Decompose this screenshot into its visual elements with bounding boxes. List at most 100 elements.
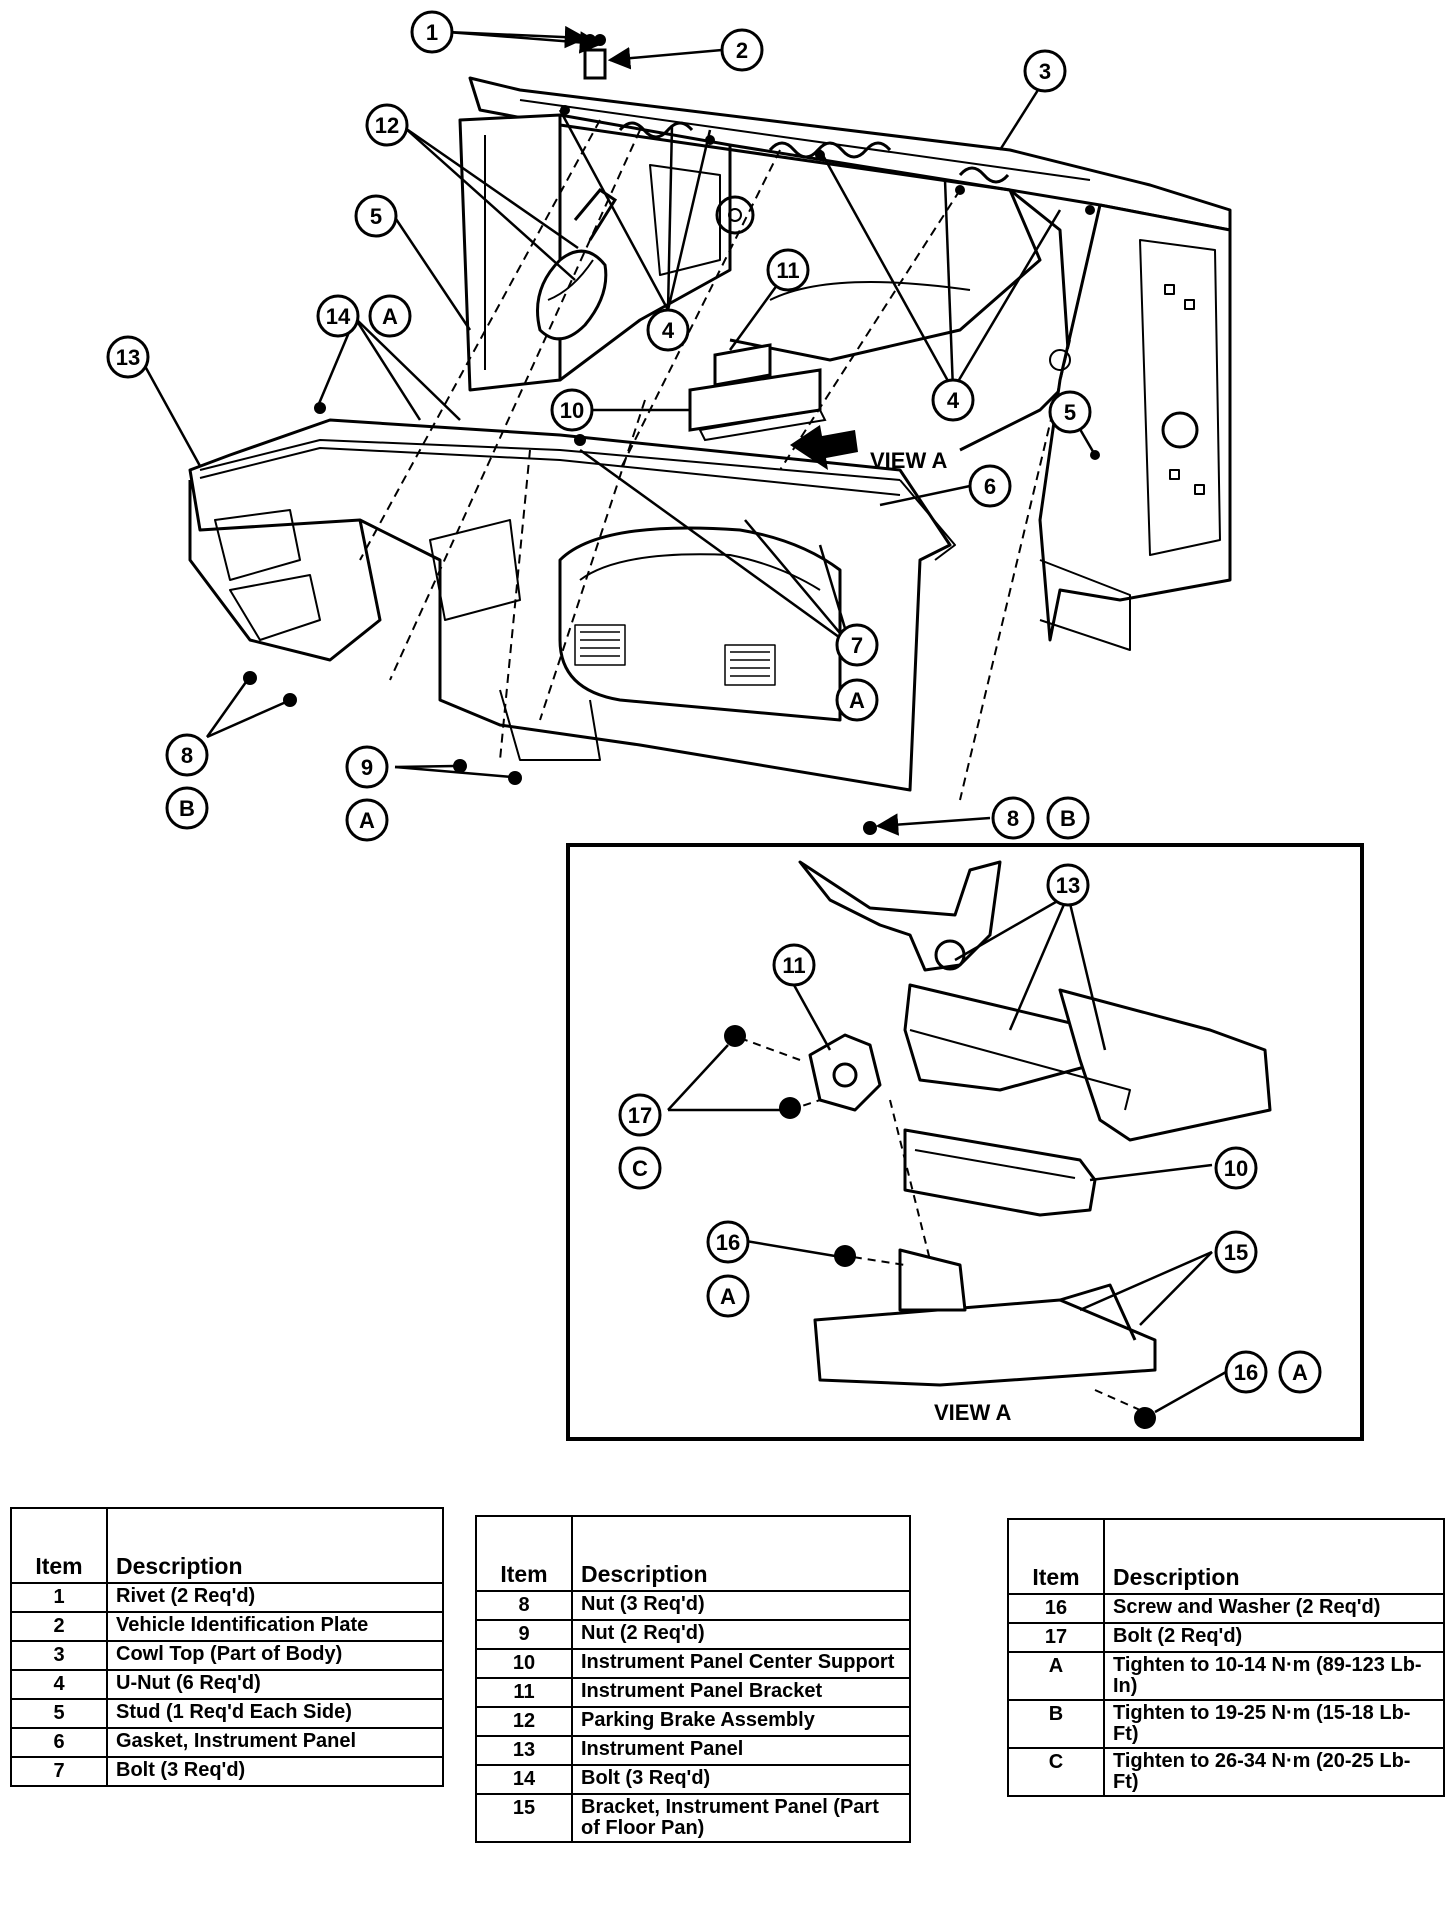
legend-item-description: Tighten to 19-25 N·m (15-18 Lb-Ft) bbox=[1103, 1699, 1445, 1749]
callout-8-left: 8 bbox=[165, 733, 209, 777]
legend-item-number: 7 bbox=[10, 1756, 108, 1787]
legend-item-description: Vehicle Identification Plate bbox=[106, 1611, 444, 1642]
legend-item-description: Screw and Washer (2 Req'd) bbox=[1103, 1593, 1445, 1624]
callout-9: 9 bbox=[345, 745, 389, 789]
callout-10-main: 10 bbox=[550, 388, 594, 432]
callout-13-main: 13 bbox=[106, 335, 150, 379]
svg-text:A: A bbox=[720, 1284, 736, 1309]
legend-item-number: 13 bbox=[475, 1735, 573, 1766]
callout-15: 15 bbox=[1214, 1230, 1258, 1274]
legend-item-number: 6 bbox=[10, 1727, 108, 1758]
svg-text:11: 11 bbox=[776, 258, 799, 283]
callout-16-right: 16 bbox=[1224, 1350, 1268, 1394]
legend-item-number: 17 bbox=[1007, 1622, 1105, 1653]
callout-6: 6 bbox=[968, 464, 1012, 508]
svg-text:7: 7 bbox=[851, 633, 863, 658]
legend-header-item: Item bbox=[1007, 1518, 1105, 1595]
legend-item-description: Stud (1 Req'd Each Side) bbox=[106, 1698, 444, 1729]
svg-text:5: 5 bbox=[370, 204, 382, 229]
callout-4-left: 4 bbox=[646, 308, 690, 352]
legend-item-number: 10 bbox=[475, 1648, 573, 1679]
callout-13-inset: 13 bbox=[1046, 863, 1090, 907]
legend-item-description: Instrument Panel Center Support bbox=[571, 1648, 911, 1679]
callout-17: 17 bbox=[618, 1093, 662, 1137]
callout-A-4: A bbox=[706, 1274, 750, 1318]
callout-leaders bbox=[138, 25, 1097, 836]
legend-item-number: A bbox=[1007, 1651, 1105, 1701]
legend-item-number: 16 bbox=[1007, 1593, 1105, 1624]
callout-11-inset: 11 bbox=[772, 943, 816, 987]
svg-text:4: 4 bbox=[662, 318, 675, 343]
legend-item-number: 5 bbox=[10, 1698, 108, 1729]
legend-item-description: Tighten to 10-14 N·m (89-123 Lb-In) bbox=[1103, 1651, 1445, 1701]
svg-text:14: 14 bbox=[326, 304, 351, 329]
legend-item-description: Cowl Top (Part of Body) bbox=[106, 1640, 444, 1671]
svg-text:B: B bbox=[1060, 806, 1076, 831]
callout-A-3: A bbox=[345, 798, 389, 842]
legend-item-description: Gasket, Instrument Panel bbox=[106, 1727, 444, 1758]
legend-item-description: Bolt (3 Req'd) bbox=[571, 1764, 911, 1795]
legend-item-description: Nut (2 Req'd) bbox=[571, 1619, 911, 1650]
legend-item-description: U-Nut (6 Req'd) bbox=[106, 1669, 444, 1700]
legend-item-number: 3 bbox=[10, 1640, 108, 1671]
svg-text:15: 15 bbox=[1224, 1240, 1248, 1265]
callout-2: 2 bbox=[720, 28, 764, 72]
legend-item-number: 8 bbox=[475, 1590, 573, 1621]
view-a-title: VIEW A bbox=[934, 1400, 1012, 1425]
legend-item-description: Nut (3 Req'd) bbox=[571, 1590, 911, 1621]
legend-item-number: C bbox=[1007, 1747, 1105, 1797]
svg-text:8: 8 bbox=[181, 743, 193, 768]
legend-item-number: B bbox=[1007, 1699, 1105, 1749]
callout-C: C bbox=[618, 1146, 662, 1190]
callout-A-1: A bbox=[368, 294, 412, 338]
legend-item-number: 1 bbox=[10, 1582, 108, 1613]
callout-3: 3 bbox=[1023, 49, 1067, 93]
svg-text:5: 5 bbox=[1064, 400, 1076, 425]
svg-text:2: 2 bbox=[736, 38, 748, 63]
callout-12: 12 bbox=[365, 103, 409, 147]
svg-text:1: 1 bbox=[426, 20, 438, 45]
legend-item-number: 2 bbox=[10, 1611, 108, 1642]
svg-text:16: 16 bbox=[716, 1230, 740, 1255]
svg-text:A: A bbox=[1292, 1360, 1308, 1385]
svg-text:4: 4 bbox=[947, 388, 960, 413]
svg-text:C: C bbox=[632, 1156, 648, 1181]
svg-text:16: 16 bbox=[1234, 1360, 1258, 1385]
legend-item-number: 15 bbox=[475, 1793, 573, 1843]
svg-text:B: B bbox=[179, 796, 195, 821]
legend-item-description: Parking Brake Assembly bbox=[571, 1706, 911, 1737]
svg-text:A: A bbox=[849, 688, 865, 713]
legend-item-number: 12 bbox=[475, 1706, 573, 1737]
view-a-inset: VIEW A bbox=[566, 843, 1364, 1441]
center-support-in-body bbox=[688, 343, 827, 442]
legend-item-description: Tighten to 26-34 N·m (20-25 Lb-Ft) bbox=[1103, 1747, 1445, 1797]
legend-item-description: Bolt (2 Req'd) bbox=[1103, 1622, 1445, 1653]
legend-item-description: Bracket, Instrument Panel (Part of Floor… bbox=[571, 1793, 911, 1843]
legend-item-number: 4 bbox=[10, 1669, 108, 1700]
legend-header-description: Description bbox=[106, 1507, 444, 1584]
cowl-and-dash-body bbox=[458, 76, 1232, 651]
svg-text:10: 10 bbox=[560, 398, 584, 423]
callout-4-right: 4 bbox=[931, 378, 975, 422]
svg-text:10: 10 bbox=[1224, 1156, 1248, 1181]
svg-text:12: 12 bbox=[375, 113, 399, 138]
svg-text:A: A bbox=[359, 808, 375, 833]
callout-14: 14 bbox=[316, 294, 360, 338]
svg-text:13: 13 bbox=[116, 345, 140, 370]
